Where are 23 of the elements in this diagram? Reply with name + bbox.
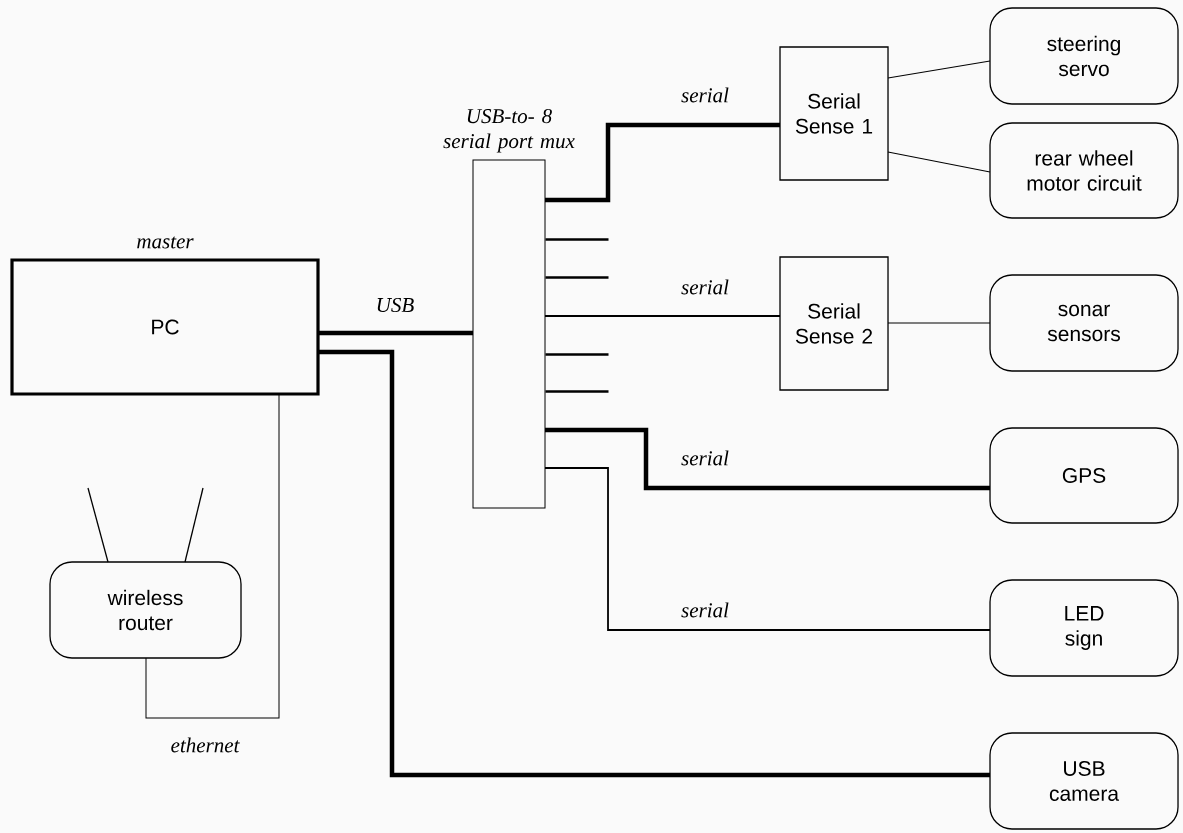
connector xyxy=(544,315,781,317)
device-box: LED sign xyxy=(989,579,1179,677)
connector xyxy=(318,349,990,778)
device-box: rear wheel motor circuit xyxy=(989,122,1179,219)
device-box: sonar sensors xyxy=(989,274,1179,372)
router-box: wireless router xyxy=(49,487,242,659)
board-box: Serial Sense 2 xyxy=(779,256,889,391)
device-box: GPS xyxy=(989,427,1179,524)
connector xyxy=(318,330,473,336)
node-label: USB-to- 8 serial port mux xyxy=(443,109,575,153)
device-box: USB camera xyxy=(989,732,1179,830)
connector xyxy=(544,467,991,631)
mux-box: USB-to- 8 serial port mux xyxy=(443,109,575,509)
computer-box: PC xyxy=(10,258,320,396)
connector xyxy=(145,393,280,719)
connector xyxy=(545,122,780,203)
connector xyxy=(887,151,991,173)
connector xyxy=(887,60,991,79)
node-label: master xyxy=(137,236,194,249)
device-box: steering servo xyxy=(989,7,1179,105)
connector xyxy=(545,427,990,491)
connector xyxy=(887,322,991,324)
board-box: Serial Sense 1 xyxy=(779,46,889,181)
